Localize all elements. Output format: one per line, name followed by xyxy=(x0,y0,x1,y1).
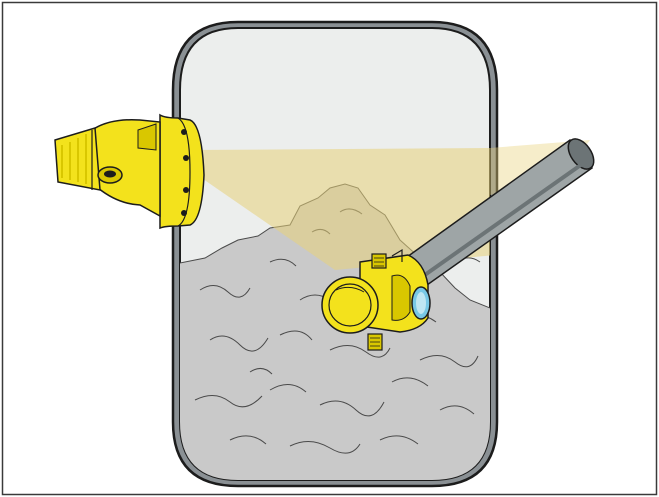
horn-antenna-radar-sensor-icon xyxy=(55,115,204,228)
flange-icon xyxy=(160,115,204,228)
